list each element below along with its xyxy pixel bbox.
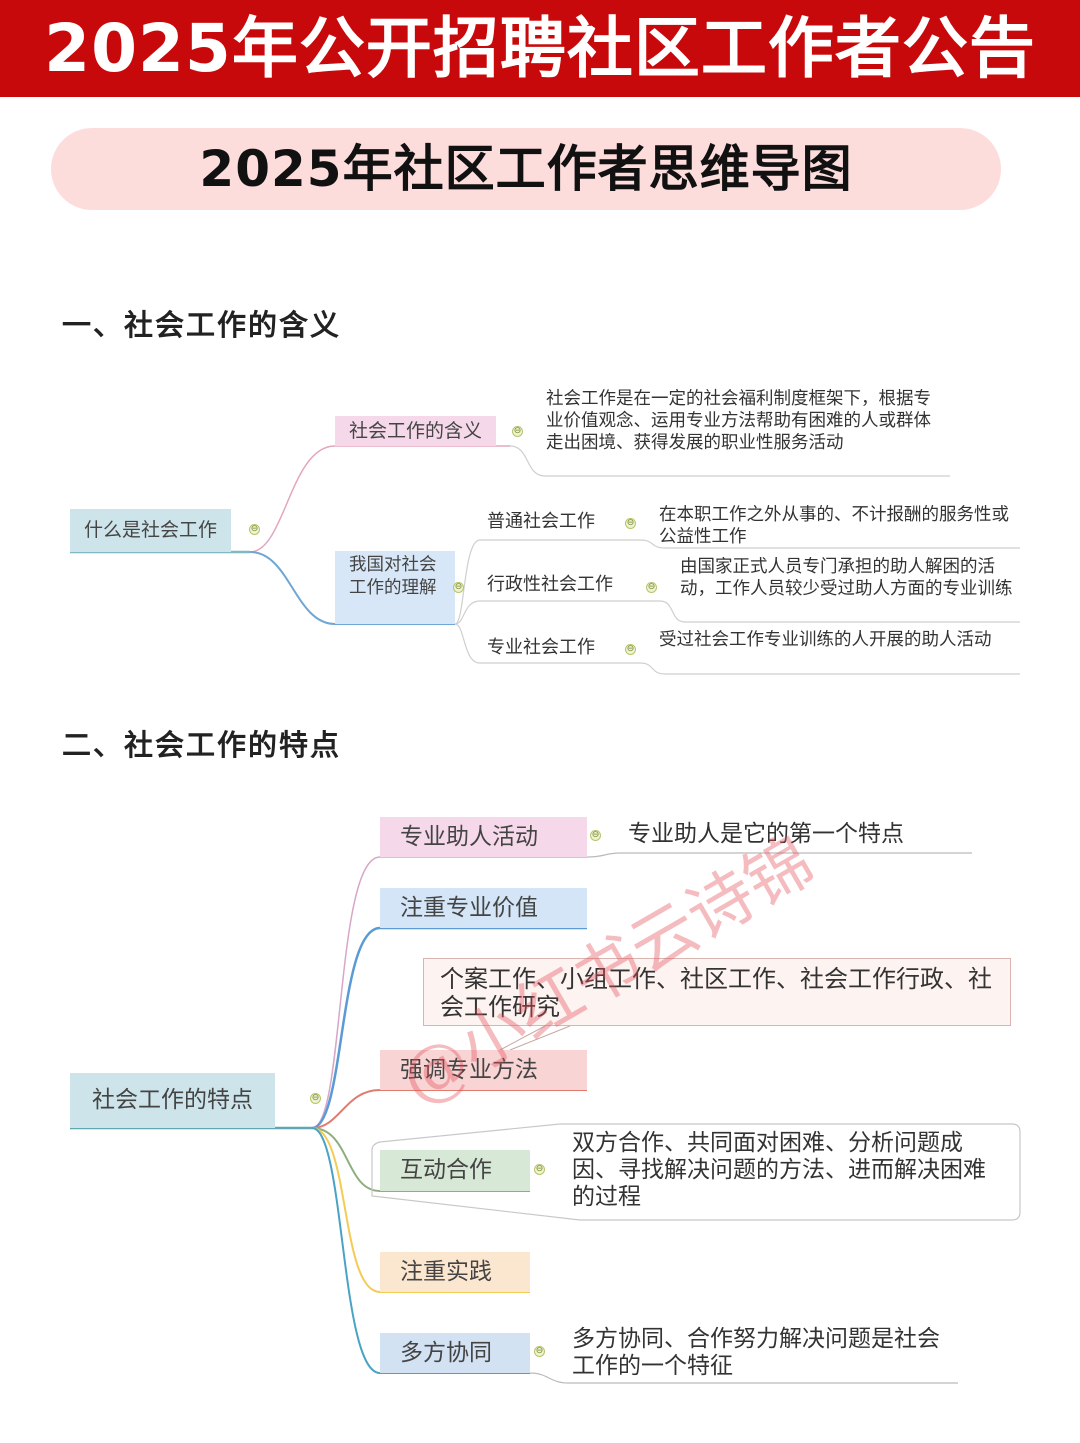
collapse-icon[interactable]: ⊖ bbox=[590, 830, 601, 841]
collapse-icon[interactable]: ⊖ bbox=[625, 518, 636, 529]
section-2-title: 二、社会工作的特点 bbox=[62, 728, 342, 762]
collapse-icon[interactable]: ⊖ bbox=[249, 524, 260, 535]
collapse-icon[interactable]: ⊖ bbox=[310, 1093, 321, 1104]
feature-node-multi-party[interactable]: 多方协同 bbox=[380, 1333, 530, 1373]
professional-help-detail: 专业助人是它的第一个特点 bbox=[628, 821, 904, 847]
professional-methods-callout: 个案工作、小组工作、社区工作、社会工作行政、社会工作研究 bbox=[423, 958, 1011, 1026]
meaning-detail-text: 社会工作是在一定的社会福利制度框架下，根据专业价值观念、运用专业方法帮助有困难的… bbox=[546, 389, 931, 453]
interactive-cooperation-detail: 双方合作、共同面对困难、分析问题成因、寻找解决问题的方法、进而解决困难的过程 bbox=[572, 1130, 986, 1210]
root-node-what-is-social-work[interactable]: 什么是社会工作 bbox=[70, 509, 232, 552]
professional-social-work-detail: 受过社会工作专业训练的人开展的助人活动 bbox=[659, 630, 992, 650]
branch-node-china-understanding[interactable]: 我国对社会工作的理解 bbox=[335, 551, 455, 624]
root-node-label: 社会工作的特点 bbox=[92, 1087, 253, 1113]
feature-node-practice[interactable]: 注重实践 bbox=[380, 1252, 530, 1292]
subnode-professional-social-work[interactable]: 专业社会工作 bbox=[487, 637, 595, 658]
feature-label: 专业助人活动 bbox=[400, 824, 538, 850]
collapse-icon[interactable]: ⊖ bbox=[512, 426, 523, 437]
subnode-administrative-social-work[interactable]: 行政性社会工作 bbox=[487, 574, 613, 595]
root-node-label: 什么是社会工作 bbox=[84, 519, 218, 541]
feature-node-interactive-cooperation[interactable]: 互动合作 bbox=[380, 1150, 530, 1191]
feature-label: 互动合作 bbox=[400, 1157, 492, 1183]
administrative-social-work-detail: 由国家正式人员专门承担的助人解困的活动，工作人员较少受过助人方面的专业训练 bbox=[680, 557, 1013, 599]
branch-node-label: 社会工作的含义 bbox=[349, 420, 483, 442]
feature-label: 强调专业方法 bbox=[400, 1057, 538, 1083]
root-node-features[interactable]: 社会工作的特点 bbox=[70, 1073, 275, 1128]
page-banner: 2025年公开招聘社区工作者公告 bbox=[0, 0, 1080, 97]
branch-node-label: 我国对社会工作的理解 bbox=[349, 555, 437, 598]
feature-label: 注重专业价值 bbox=[400, 895, 538, 921]
branch-node-meaning[interactable]: 社会工作的含义 bbox=[335, 416, 497, 446]
feature-label: 多方协同 bbox=[400, 1340, 492, 1366]
multi-party-detail: 多方协同、合作努力解决问题是社会工作的一个特征 bbox=[572, 1326, 940, 1379]
feature-label: 注重实践 bbox=[400, 1259, 492, 1285]
feature-node-professional-help[interactable]: 专业助人活动 bbox=[380, 817, 587, 857]
ordinary-social-work-detail: 在本职工作之外从事的、不计报酬的服务性或公益性工作 bbox=[659, 505, 1009, 547]
section-1-title: 一、社会工作的含义 bbox=[62, 308, 342, 342]
collapse-icon[interactable]: ⊖ bbox=[453, 582, 464, 593]
mindmap-title: 2025年社区工作者思维导图 bbox=[51, 128, 1001, 210]
collapse-icon[interactable]: ⊖ bbox=[534, 1164, 545, 1175]
feature-node-professional-methods[interactable]: 强调专业方法 bbox=[380, 1050, 587, 1090]
collapse-icon[interactable]: ⊖ bbox=[646, 582, 657, 593]
collapse-icon[interactable]: ⊖ bbox=[534, 1346, 545, 1357]
subnode-ordinary-social-work[interactable]: 普通社会工作 bbox=[487, 511, 595, 532]
collapse-icon[interactable]: ⊖ bbox=[625, 644, 636, 655]
feature-node-professional-values[interactable]: 注重专业价值 bbox=[380, 888, 587, 928]
